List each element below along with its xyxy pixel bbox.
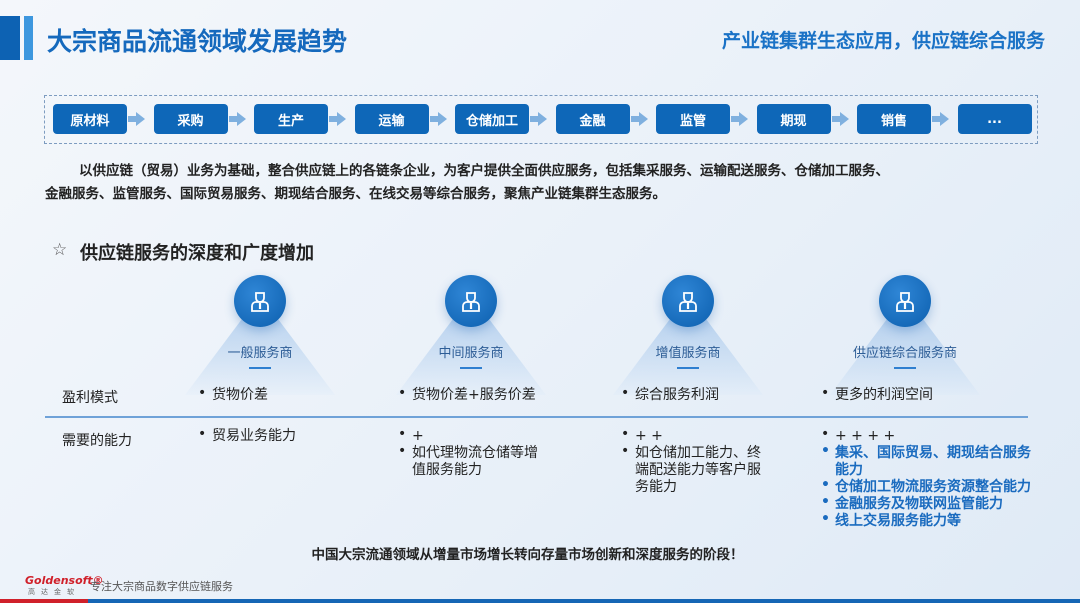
flow-step: 金融 (555, 104, 630, 134)
flow-step: 仓储加工 (455, 104, 529, 134)
person-icon (234, 275, 286, 327)
flow-step: ... (957, 104, 1032, 134)
flow-step: 运输 (354, 104, 429, 134)
profit-cell: 综合服务利润 (621, 385, 719, 404)
flow-step: 原材料 (53, 104, 127, 134)
ability-item: 如仓储加工能力、终端配送能力等客户服务能力 (621, 443, 766, 496)
company-logo-cn: 高达金软 (28, 588, 80, 596)
intro-line-2: 金融服务、监管服务、国际贸易服务、期现结合服务、在线交易等综合服务，聚焦产业链集… (45, 186, 666, 202)
row-label-profit: 盈利模式 (62, 390, 118, 406)
arrow-right-icon (731, 112, 748, 126)
ability-item: + + + + (821, 426, 1031, 445)
intro-paragraph: 以供应链（贸易）业务为基础，整合供应链上的各链条企业，为客户提供全面供应服务，包… (45, 160, 1035, 206)
profit-cell: 货物价差 (198, 385, 268, 404)
ability-item: + + (621, 426, 766, 445)
arrow-right-icon (831, 112, 849, 126)
ability-item: 集采、国际贸易、期现结合服务能力 (821, 443, 1031, 479)
row-label-ability: 需要的能力 (62, 433, 132, 449)
footer-slogan: 专注大宗商品数字供应链服务 (90, 580, 233, 593)
company-logo: Goldensoft® (25, 574, 104, 587)
label-underline (894, 367, 916, 369)
ability-item: 线上交易服务能力等 (821, 511, 1031, 530)
ability-item: 贸易业务能力 (198, 426, 348, 445)
ability-item: 仓储加工物流服务资源整合能力 (821, 477, 1031, 496)
person-icon (879, 275, 931, 327)
arrow-right-icon (932, 112, 949, 126)
person-icon (662, 275, 714, 327)
provider-label: 一般服务商 (227, 346, 293, 361)
page-subtitle: 产业链集群生态应用，供应链综合服务 (721, 30, 1045, 52)
profit-cell: 货物价差+服务价差 (398, 385, 536, 404)
title-accent-bar-light (24, 16, 33, 60)
ability-cell: +如代理物流仓储等增值服务能力 (398, 426, 548, 479)
ability-item: 如代理物流仓储等增值服务能力 (398, 443, 548, 479)
person-icon (445, 275, 497, 327)
title-accent-bar (0, 16, 20, 60)
section-heading: 供应链服务的深度和广度增加 (80, 243, 314, 264)
service-provider-4: 供应链综合服务商 (805, 275, 1005, 395)
arrow-right-icon (429, 112, 447, 126)
service-provider-1: 一般服务商 (160, 275, 360, 395)
profit-item: 更多的利润空间 (821, 385, 933, 404)
arrow-right-icon (630, 112, 648, 126)
ability-item: 金融服务及物联网监管能力 (821, 494, 1031, 513)
page-title: 大宗商品流通领域发展趋势 (47, 27, 348, 56)
flow-step: 监管 (656, 104, 730, 134)
table-divider (45, 416, 1028, 418)
flow-step: 销售 (857, 104, 931, 134)
label-underline (677, 367, 699, 369)
ability-item: + (398, 426, 548, 445)
ability-cell: + + + +集采、国际贸易、期现结合服务能力仓储加工物流服务资源整合能力金融服… (821, 426, 1031, 530)
supply-chain-flow: 原材料采购生产运输仓储加工金融监管期现销售... (44, 95, 1038, 144)
arrow-right-icon (530, 112, 547, 126)
profit-item: 货物价差 (198, 385, 268, 404)
provider-label: 中间服务商 (438, 346, 504, 361)
conclusion-text: 中国大宗流通领域从增量市场增长转向存量市场创新和深度服务的阶段！ (311, 547, 744, 563)
profit-item: 货物价差+服务价差 (398, 385, 536, 404)
profit-item: 综合服务利润 (621, 385, 719, 404)
profit-cell: 更多的利润空间 (821, 385, 933, 404)
label-underline (460, 367, 482, 369)
ability-cell: 贸易业务能力 (198, 426, 348, 445)
footer-bar-blue (88, 599, 1080, 603)
flow-step: 生产 (254, 104, 328, 134)
service-provider-2: 中间服务商 (371, 275, 571, 395)
service-provider-3: 增值服务商 (588, 275, 788, 395)
footer-bar-red (0, 599, 88, 603)
label-underline (249, 367, 271, 369)
arrow-right-icon (128, 112, 145, 126)
arrow-right-icon (329, 112, 346, 126)
star-icon: ☆ (52, 240, 68, 260)
intro-line-1: 以供应链（贸易）业务为基础，整合供应链上的各链条企业，为客户提供全面供应服务，包… (79, 163, 889, 179)
provider-label: 增值服务商 (655, 346, 721, 361)
provider-label: 供应链综合服务商 (852, 346, 957, 361)
flow-step: 期现 (756, 104, 831, 134)
flow-step: 采购 (153, 104, 228, 134)
arrow-right-icon (228, 112, 246, 126)
ability-cell: + +如仓储加工能力、终端配送能力等客户服务能力 (621, 426, 766, 496)
